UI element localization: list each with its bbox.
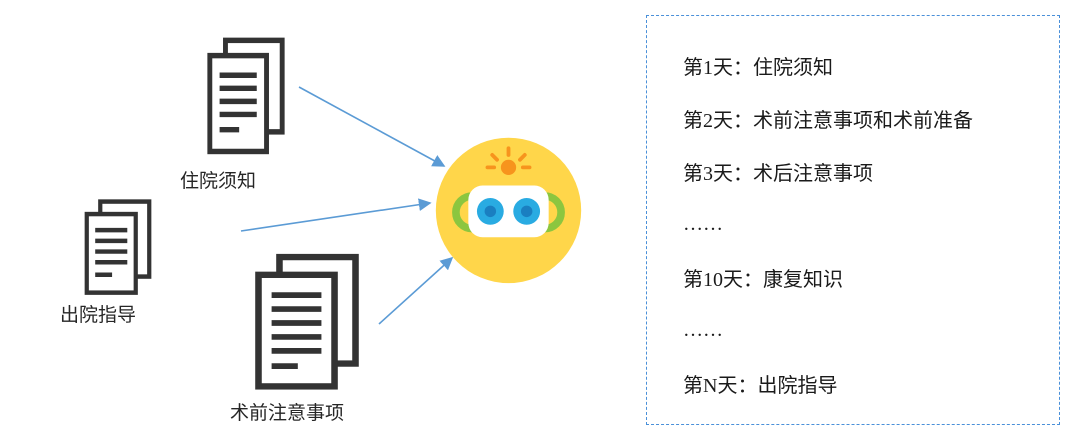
schedule-line-day3: 第3天：术后注意事项: [683, 163, 873, 185]
robot-pupil-right: [520, 205, 533, 218]
schedule-line-ellipsis-2: ……: [683, 319, 723, 341]
document-preop-precautions: [248, 252, 366, 394]
schedule-line-dayN: 第N天：出院指导: [683, 375, 838, 397]
document-icon: [84, 199, 152, 295]
document-label-admission-notes: 住院须知: [179, 171, 256, 192]
arrow-doc1-to-robot: [298, 86, 446, 167]
document-discharge-guide: [80, 198, 156, 298]
robot-icon: [432, 132, 585, 285]
schedule-line-day1: 第1天：住院须知: [683, 57, 833, 79]
robot-ear-left: [452, 192, 476, 233]
robot-graphic: [435, 137, 582, 284]
robot-antenna-icon: [485, 146, 532, 170]
robot-pupil-left: [484, 205, 497, 218]
schedule-panel: 第1天：住院须知 第2天：术前注意事项和术前准备 第3天：术后注意事项 …… 第…: [646, 15, 1060, 425]
document-label-preop-precautions: 术前注意事项: [229, 403, 344, 424]
arrow-doc2-to-robot: [240, 198, 432, 232]
schedule-line-ellipsis-1: ……: [683, 213, 723, 235]
document-label-discharge-guide: 出院指导: [59, 305, 136, 326]
schedule-line-day2: 第2天：术前注意事项和术前准备: [683, 110, 973, 132]
document-icon: [255, 253, 359, 390]
document-admission-notes: [202, 36, 290, 158]
robot-ear-right: [541, 192, 565, 233]
schedule-line-day10: 第10天：康复知识: [683, 269, 843, 291]
robot-antenna-bulb: [500, 159, 517, 176]
document-icon: [207, 37, 285, 155]
